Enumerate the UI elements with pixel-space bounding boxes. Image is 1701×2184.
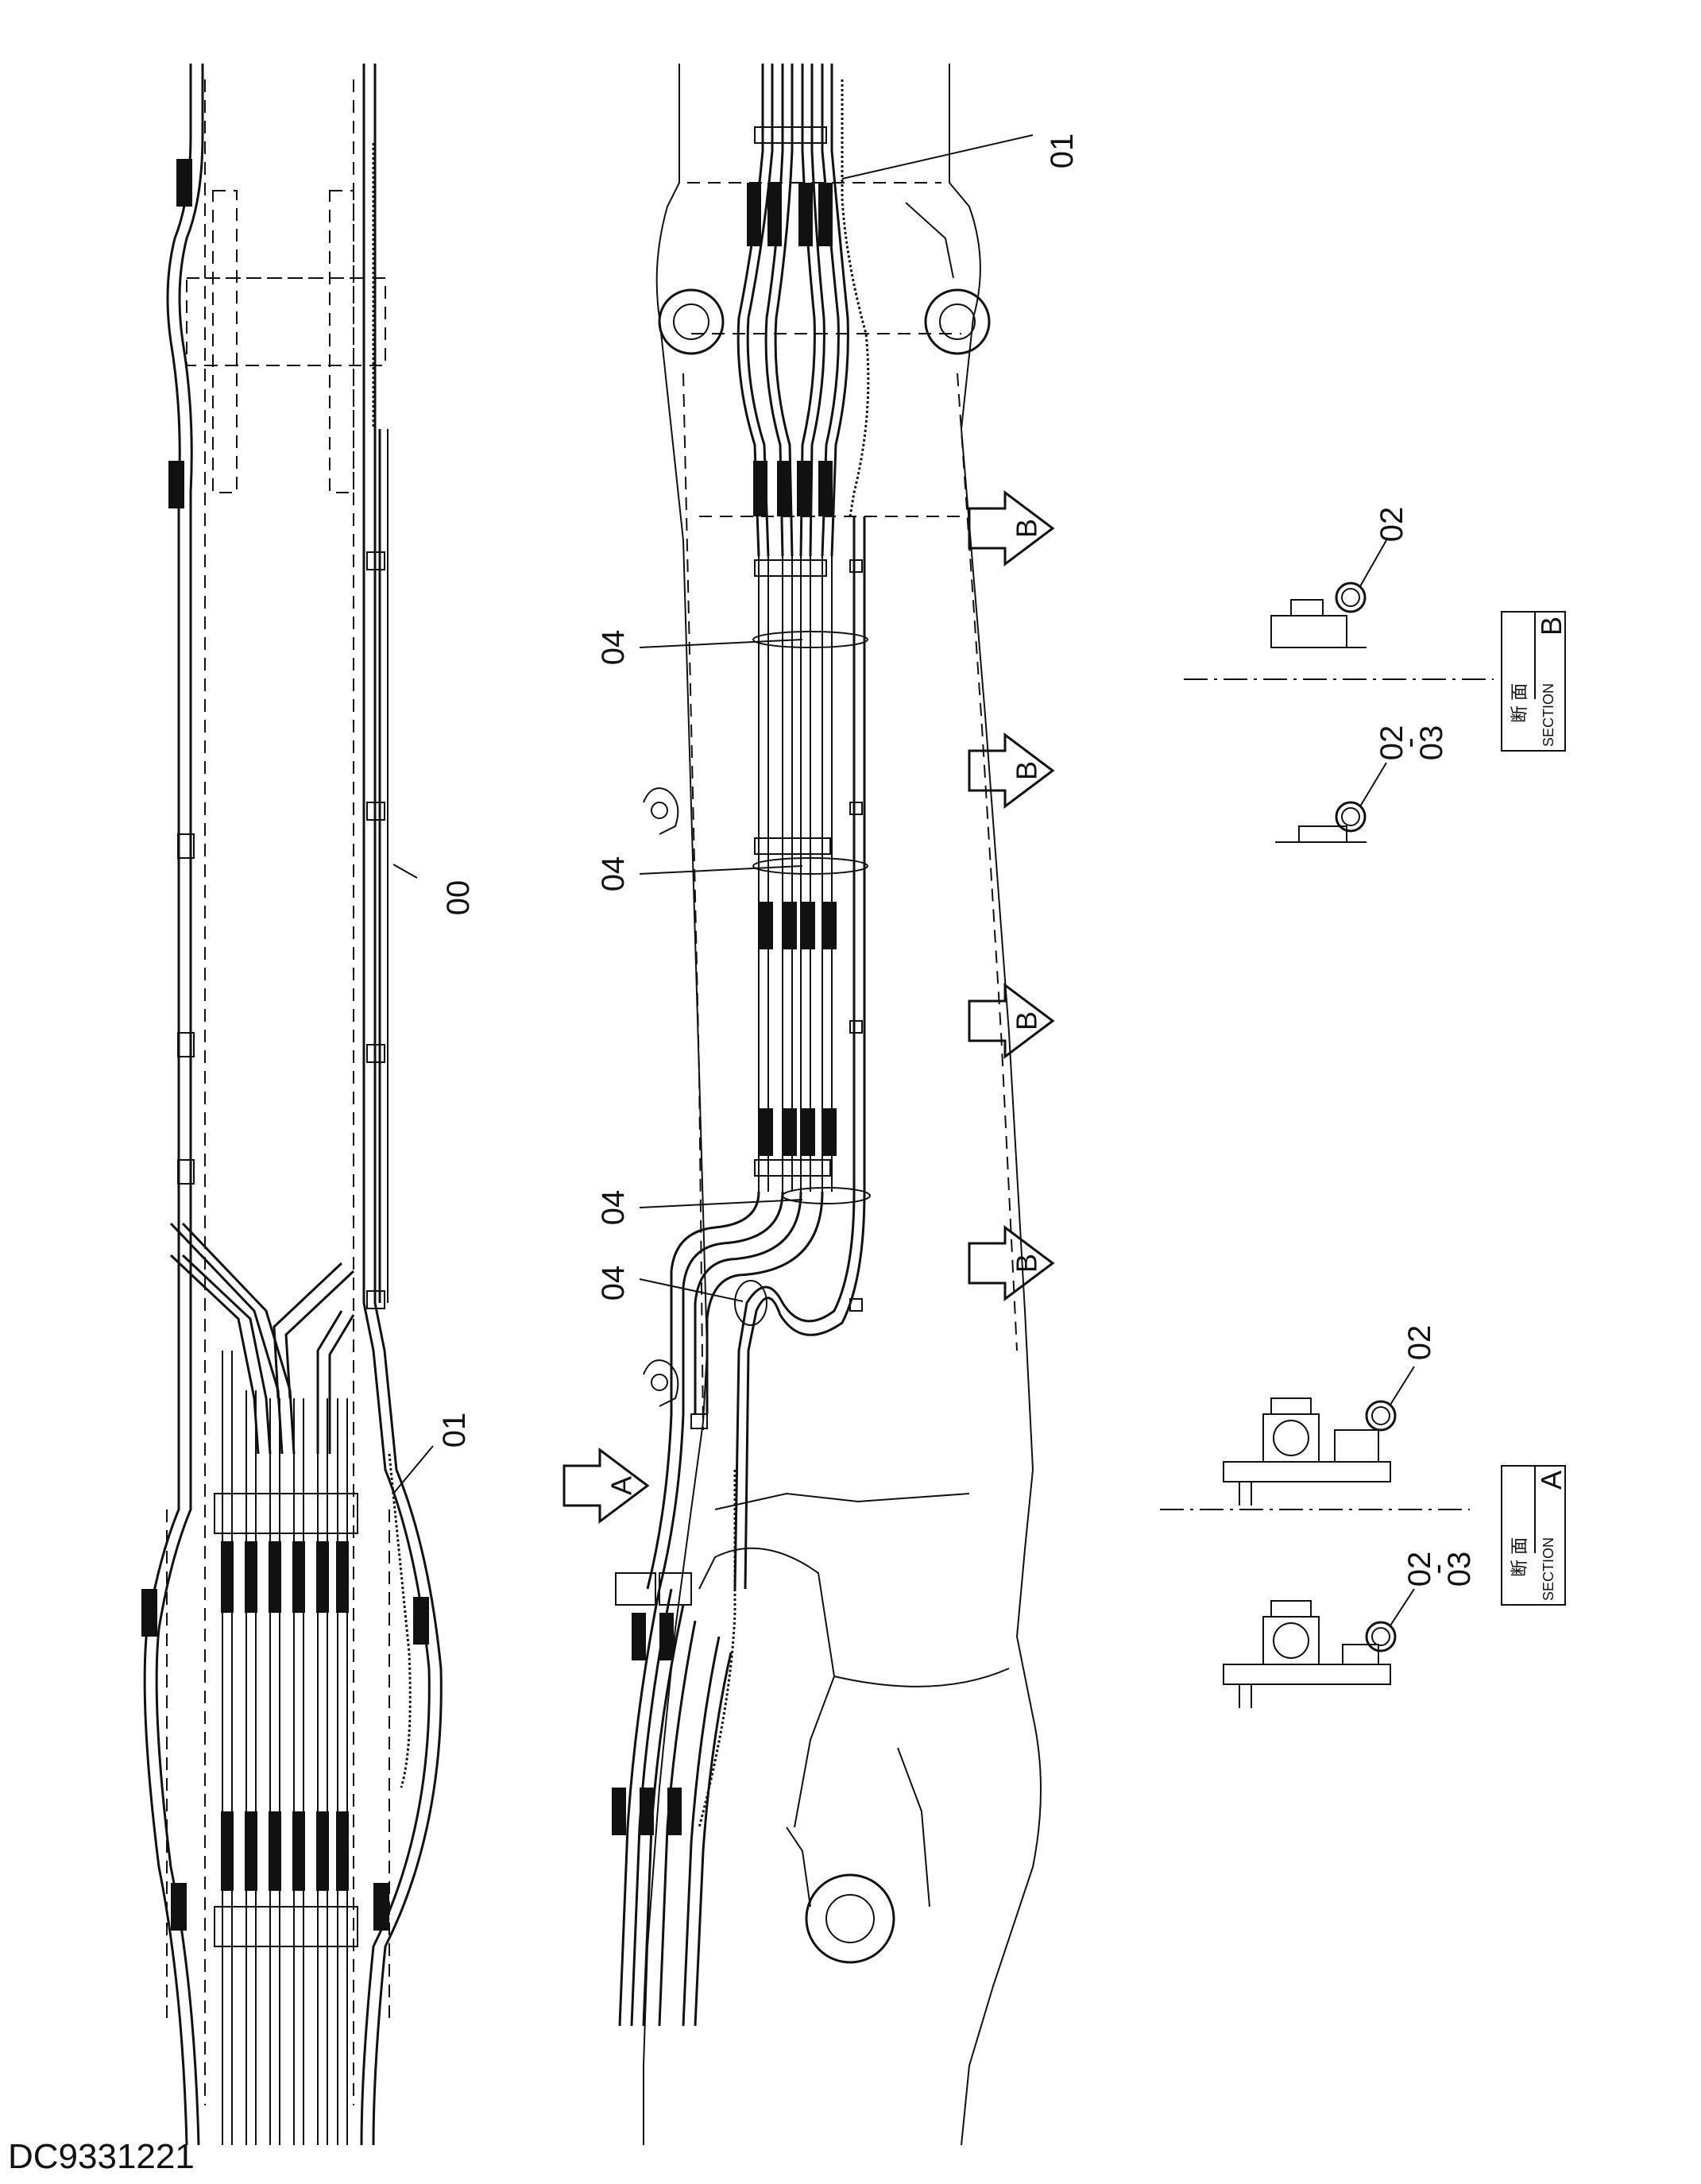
svg-text:B: B	[1011, 1254, 1043, 1273]
section-b-kanji: 断 面	[1510, 683, 1529, 723]
svg-text:B: B	[1011, 519, 1043, 538]
left-arm-view: 00 01	[141, 64, 476, 2146]
callout-02-secA: 02	[1402, 1325, 1437, 1361]
view-marker-b1: B	[968, 490, 1055, 566]
view-marker-b4: B	[968, 1225, 1055, 1301]
callout-01-top: 01	[1045, 133, 1080, 169]
view-marker-b2: B	[968, 733, 1055, 809]
callout-04-b: 04	[596, 856, 631, 892]
callout-03-secB: 03	[1414, 725, 1449, 761]
svg-text:B: B	[1011, 1011, 1043, 1030]
callout-02-secB: 02	[1374, 507, 1409, 543]
section-a-details: 02 02 - 03 断 面 SECTION A	[1160, 1325, 1568, 1708]
callout-02-secA-lower: 02	[1402, 1552, 1437, 1587]
section-b-letter: B	[1535, 617, 1568, 636]
callout-03-secA: 03	[1442, 1552, 1477, 1587]
section-a-letter: A	[1535, 1471, 1568, 1490]
section-a-kanji: 断 面	[1510, 1537, 1529, 1577]
drawing-id: DC9331221	[8, 2137, 195, 2176]
callout-04-a: 04	[596, 630, 631, 666]
callout-04-d: 04	[596, 1266, 631, 1301]
view-marker-b3: B	[968, 983, 1055, 1059]
section-b-details: 02 02 - 03 断 面 SECTION B	[1184, 507, 1568, 843]
callout-dash-secA: -	[1420, 1564, 1455, 1574]
middle-arm-view: 01 04 04 04 04 B B B B A	[562, 64, 1080, 2146]
callout-01-left: 01	[437, 1413, 472, 1448]
callout-02-secB-lower: 02	[1374, 725, 1409, 761]
callout-04-c: 04	[596, 1190, 631, 1226]
callout-dash-secB: -	[1392, 737, 1427, 748]
section-b-word: SECTION	[1541, 683, 1556, 747]
section-a-word: SECTION	[1541, 1537, 1556, 1601]
callout-00: 00	[441, 880, 476, 916]
view-marker-a1: A	[562, 1448, 650, 1524]
svg-text:B: B	[1011, 761, 1043, 780]
svg-text:A: A	[605, 1476, 638, 1495]
